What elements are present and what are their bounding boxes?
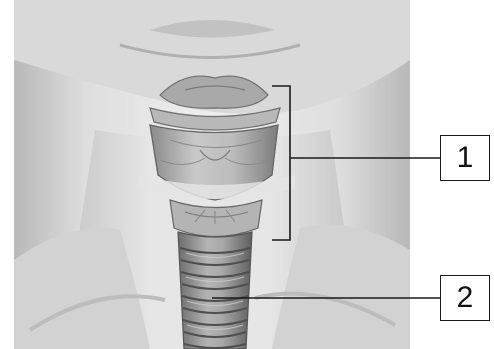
label-box-1: 1 <box>440 135 490 181</box>
label-box-2: 2 <box>440 275 490 321</box>
